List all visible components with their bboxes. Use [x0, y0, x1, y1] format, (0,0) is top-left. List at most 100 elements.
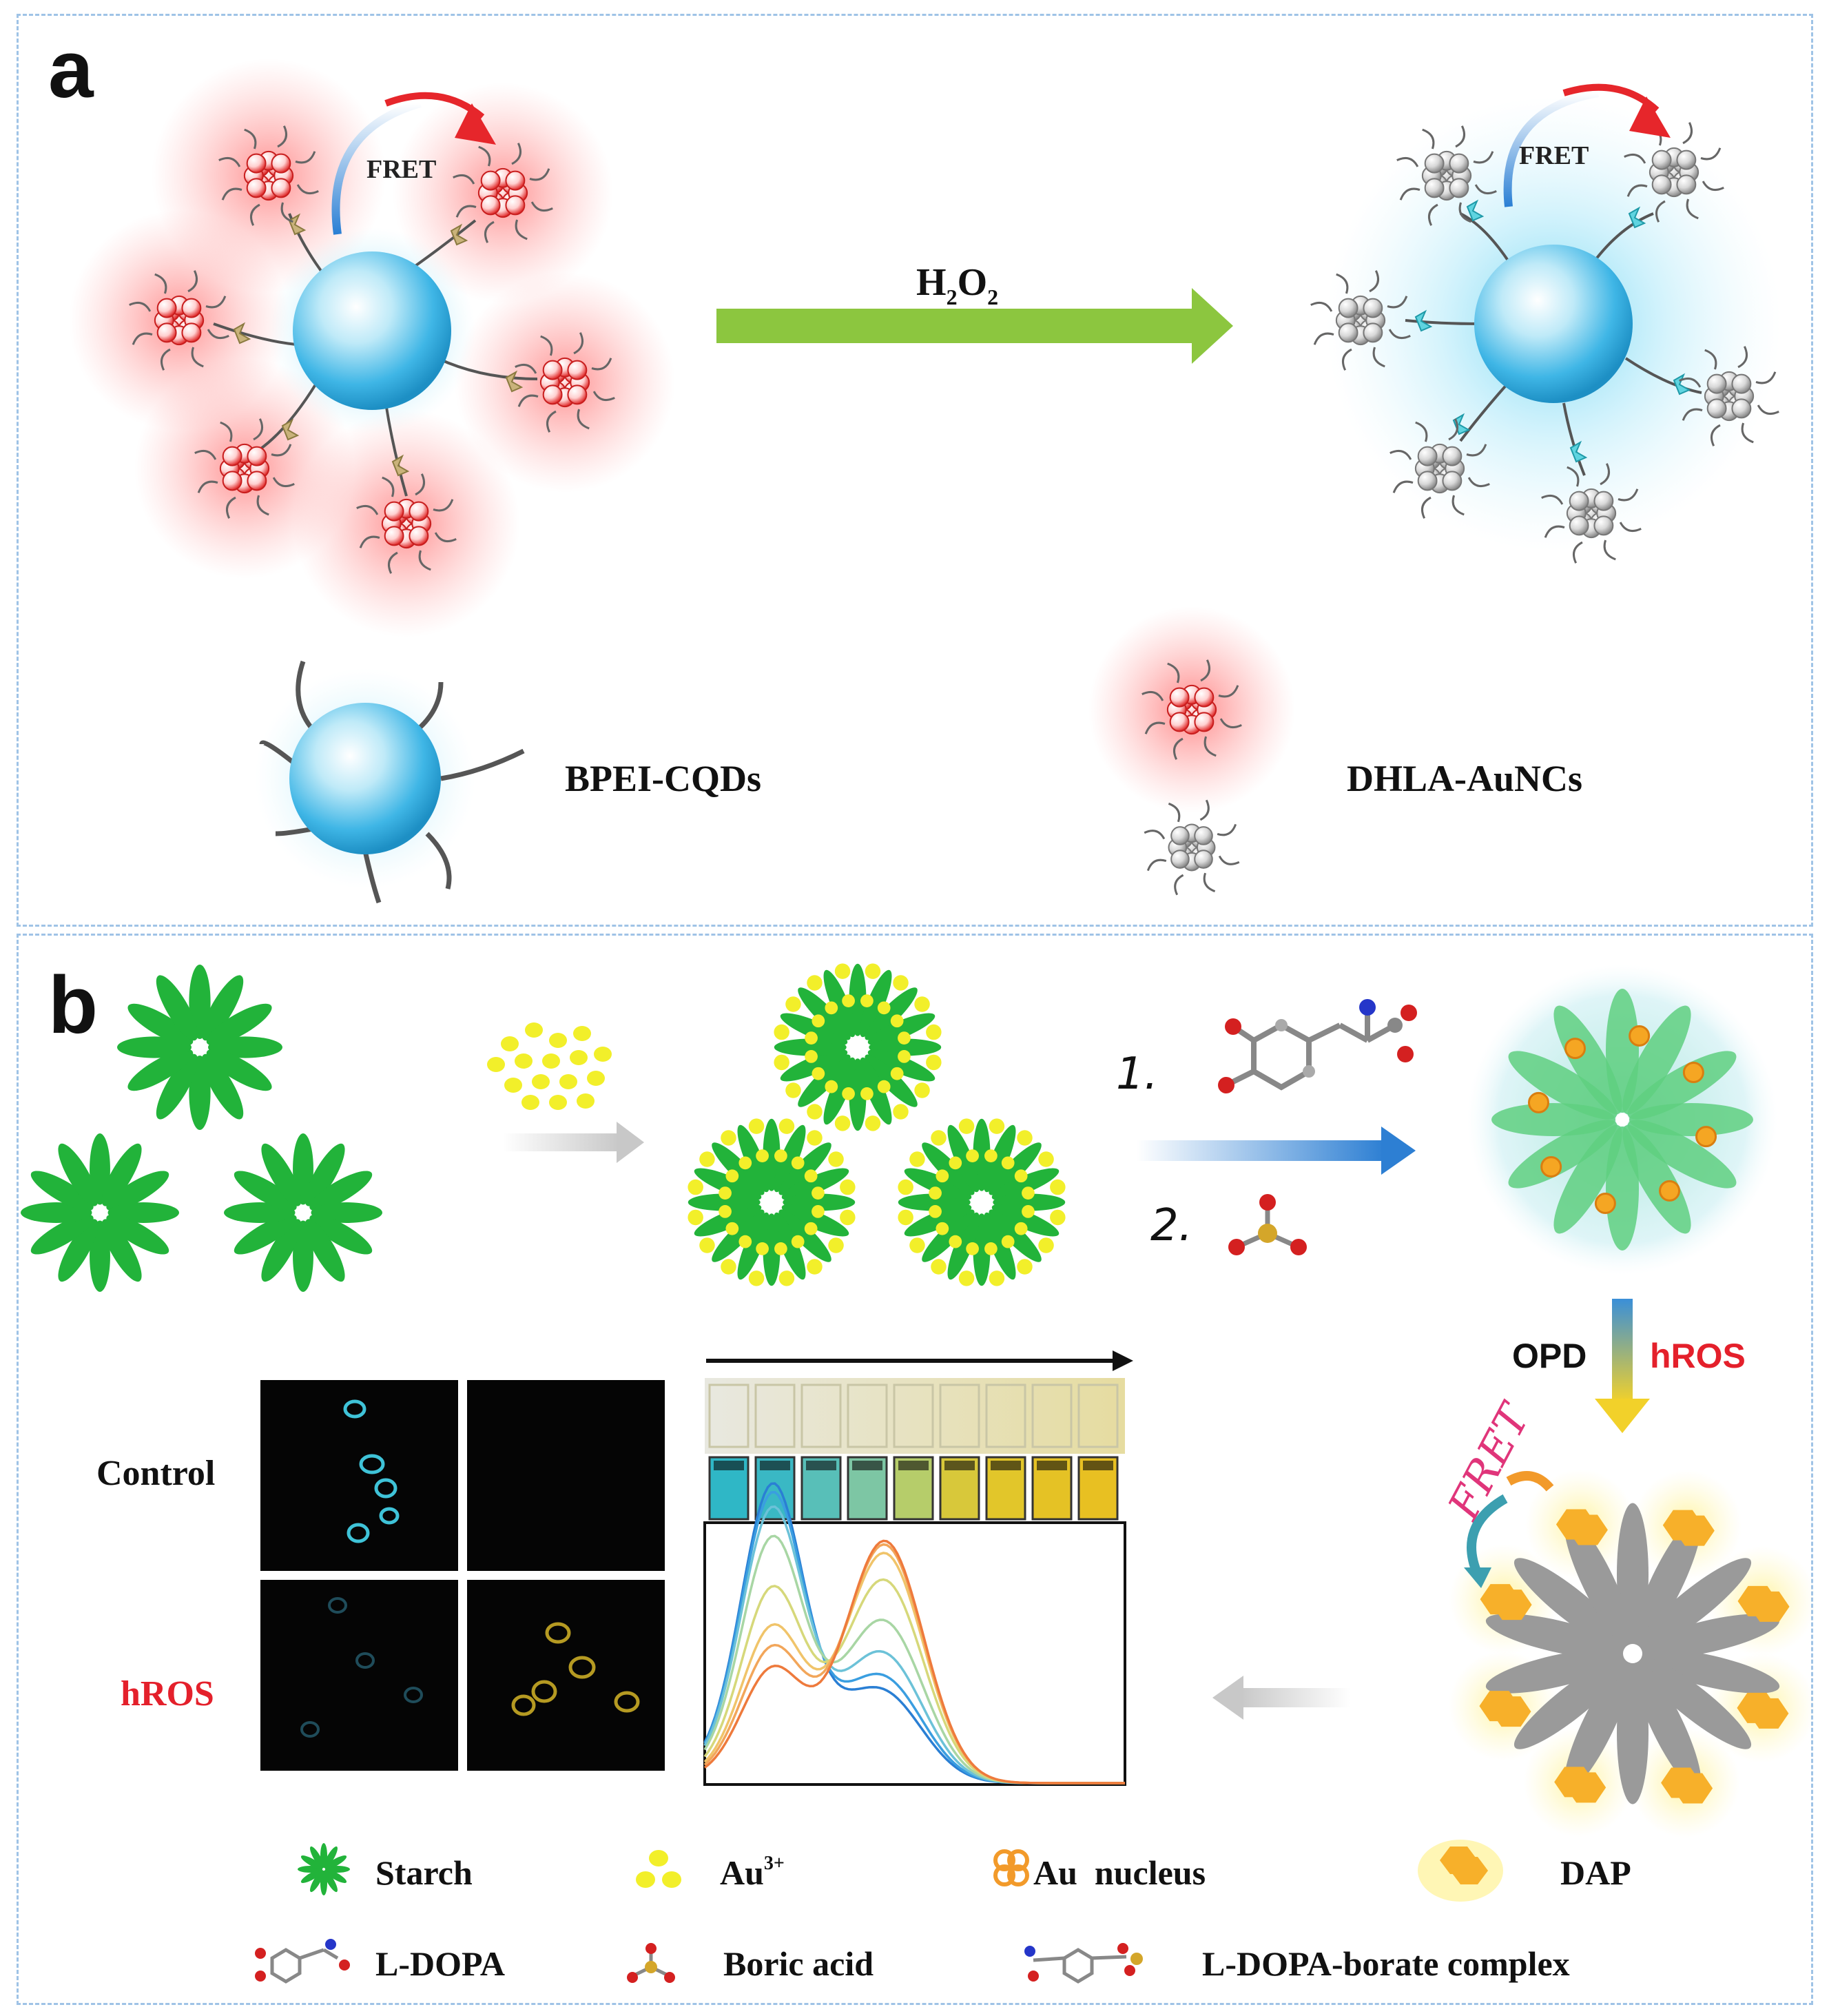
- hros-arrow-label: hROS: [1650, 1337, 1746, 1375]
- legend-starch-label: Starch: [375, 1853, 473, 1892]
- au3-dot-0: [501, 1036, 519, 1051]
- image-hros-blue: [260, 1580, 458, 1771]
- aunc-grey-0: [1396, 125, 1497, 226]
- connectors-left: [233, 213, 524, 477]
- aunc-red-3: [515, 332, 615, 433]
- legend-complex-icon: [1024, 1943, 1143, 1984]
- panel-b-letter: b: [48, 960, 99, 1051]
- au3-dot-13: [521, 1095, 539, 1110]
- legend-b: Starch Au3+ Au nucleus DAP L-DOPA Boric …: [255, 1840, 1631, 1984]
- cuvette-top-6: [985, 1384, 1026, 1448]
- aunc-red-4: [194, 418, 295, 519]
- aunc-clusters-grey-right: [1310, 122, 1779, 564]
- legend-aunc-label: DHLA-AuNCs: [1347, 758, 1582, 799]
- au-nucleus-2: [1594, 1193, 1616, 1215]
- spectrum-curve-7: [703, 1539, 1125, 1784]
- aunc-grey-3: [1679, 346, 1779, 446]
- h2o2-label: H2O2: [916, 261, 998, 309]
- legend-ldopa-label: L-DOPA: [375, 1944, 505, 1983]
- cuvette-top-7: [1031, 1384, 1073, 1448]
- row-label-control: Control: [96, 1454, 215, 1493]
- cqd-sphere-right: [1474, 245, 1633, 403]
- au3-dot-5: [515, 1053, 533, 1069]
- aunc-grey-4: [1389, 418, 1490, 519]
- cells-hros-yellow: [511, 1622, 640, 1716]
- fret-arc-b: [1467, 1494, 1508, 1576]
- legend-aunc-red: [1141, 659, 1242, 760]
- legend-cqd-sphere: [289, 703, 441, 854]
- legend-cqd-ligands: [259, 660, 525, 904]
- gold-flower-2: [688, 1118, 856, 1286]
- au-nucleus-0: [1695, 1126, 1717, 1148]
- gold-flower-3: [898, 1118, 1066, 1286]
- spectra-frame: [703, 1521, 1126, 1786]
- au-nucleus-1: [1659, 1180, 1681, 1202]
- starch-flower-1: [117, 965, 282, 1130]
- ldopa-molecule: [1218, 999, 1417, 1093]
- legend-boric-label: Boric acid: [723, 1944, 874, 1983]
- image-control-yellow: [467, 1380, 665, 1571]
- cuvette-top-5: [939, 1384, 980, 1448]
- au3-dot-6: [542, 1053, 560, 1069]
- legend-dap-icon: [1418, 1840, 1503, 1902]
- fret-arrowhead-left: [455, 103, 496, 145]
- legend-aunc-grey: [1144, 799, 1240, 896]
- cuvette-top-2: [800, 1384, 842, 1448]
- h2o2-arrow-shaft: [716, 309, 1199, 343]
- gold-flower-1: [774, 963, 942, 1131]
- cqd-sphere-left: [293, 251, 451, 410]
- au3-dot-1: [525, 1022, 543, 1038]
- boric-acid-molecule: [1228, 1194, 1307, 1255]
- au-nucleus-7: [1682, 1061, 1704, 1083]
- vertical-arrow-head: [1595, 1399, 1650, 1433]
- linkers-right: [1405, 212, 1702, 476]
- cuvettes-top: [705, 1378, 1125, 1454]
- panel-a-border: [17, 14, 1813, 927]
- h2o2-arrow-head: [1192, 288, 1233, 364]
- au3-dot-15: [577, 1093, 595, 1109]
- au3-dot-7: [570, 1050, 588, 1065]
- vertical-arrow-shaft: [1612, 1299, 1633, 1402]
- image-control-blue: [260, 1380, 458, 1571]
- grey-arrow-1-head: [617, 1122, 644, 1163]
- row-label-hros: hROS: [121, 1674, 214, 1714]
- fret-arrowhead-b: [1464, 1567, 1491, 1588]
- au-nucleus-6: [1629, 1025, 1651, 1047]
- legend-au3-icon: [636, 1850, 681, 1888]
- fret-arc-left: [331, 99, 422, 235]
- dap-flower: [1448, 1469, 1817, 1838]
- cuvette-top-0: [708, 1384, 750, 1448]
- panel-a-letter: a: [48, 24, 94, 115]
- legend-boric-icon: [627, 1943, 675, 1983]
- fret-arc-right: [1503, 89, 1600, 207]
- fret-arrowhead-right: [1629, 96, 1671, 138]
- fret-label-left: FRET: [366, 155, 436, 184]
- legend-au3-label: Au3+: [720, 1853, 785, 1892]
- au3-dot-14: [549, 1095, 567, 1110]
- aunc-red-2: [129, 270, 229, 371]
- image-hros-yellow: [467, 1580, 665, 1771]
- starch-flowers: [21, 965, 382, 1292]
- legend-complex-label: L-DOPA-borate complex: [1202, 1944, 1570, 1983]
- step-1-label: 1.: [1116, 1049, 1158, 1100]
- legend-au-nucleus-label: Au nucleus: [1033, 1853, 1206, 1892]
- step-2-label: 2.: [1150, 1200, 1192, 1251]
- grey-arrow-1-shaft: [503, 1133, 620, 1151]
- cells-hros-blue: [300, 1597, 423, 1738]
- grey-arrow-2-shaft: [1240, 1688, 1350, 1707]
- cuvette-top-8: [1077, 1384, 1119, 1448]
- au3-dot-9: [504, 1078, 522, 1093]
- starch-flower-2: [21, 1133, 179, 1292]
- aunc-grey-5: [1541, 463, 1642, 564]
- connectors-right: [1414, 199, 1691, 463]
- legend-au-nucleus-icon: [993, 1849, 1029, 1886]
- fret-label-right: FRET: [1519, 141, 1589, 170]
- legend-aunc-clusters: [1141, 659, 1242, 896]
- aunc-red-0: [218, 125, 319, 226]
- legend-starch-icon: [298, 1843, 350, 1895]
- au3-dot-10: [532, 1074, 550, 1089]
- cuvette-top-3: [847, 1384, 888, 1448]
- au3-dots: [487, 1022, 612, 1110]
- complex-flower: [1491, 989, 1753, 1251]
